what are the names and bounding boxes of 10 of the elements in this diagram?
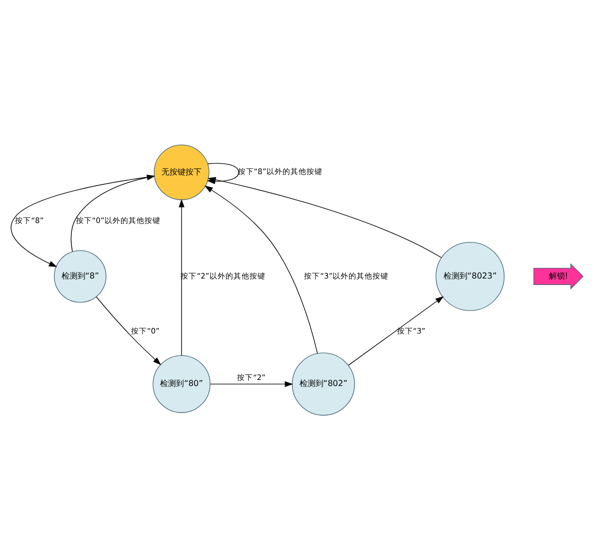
node-circle: 检测到“8” xyxy=(54,250,106,303)
node-circle: 检测到“802” xyxy=(292,352,355,416)
arrow xyxy=(10,176,154,268)
arrow xyxy=(96,296,162,366)
arrow xyxy=(348,296,444,366)
arrow xyxy=(204,186,318,354)
arrow xyxy=(210,381,294,387)
arrow xyxy=(70,174,156,252)
arrow xyxy=(178,199,184,356)
node-circle: 无按键按下 xyxy=(154,144,210,200)
